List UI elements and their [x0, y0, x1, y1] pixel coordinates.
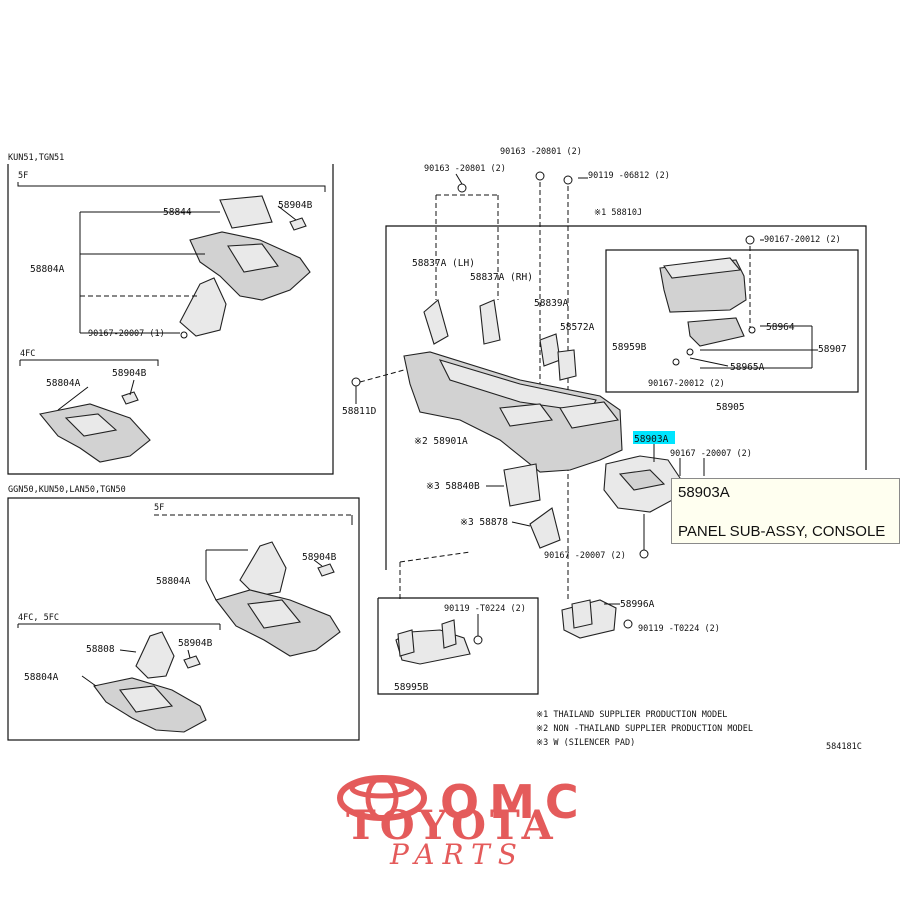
label-58804a-4fc5fc[interactable]: 58804A	[24, 672, 59, 683]
label-58811d[interactable]: 58811D	[342, 406, 377, 417]
note-2: ※2 NON -THAILAND SUPPLIER PRODUCTION MOD…	[536, 724, 753, 734]
label-58844[interactable]: 58844	[163, 207, 192, 218]
label-58837a-rh[interactable]: 58837A (RH)	[470, 272, 533, 283]
label-58965a[interactable]: 58965A	[730, 362, 765, 373]
label-90167-20012-a[interactable]: 90167-20012 (2)	[764, 235, 841, 245]
label-90119-t0224-b[interactable]: 90119 -T0224 (2)	[444, 604, 526, 614]
label-58572a[interactable]: 58572A	[560, 322, 595, 333]
part-58840b-shape[interactable]	[503, 463, 541, 507]
label-90119-t0224-c[interactable]: 90119 -T0224 (2)	[638, 624, 720, 634]
part-58907-shape[interactable]	[687, 317, 745, 347]
label-58995b[interactable]: 58995B	[394, 682, 429, 693]
part-58878-shape[interactable]	[529, 507, 561, 549]
label-58804a-5f[interactable]: 58804A	[156, 576, 191, 587]
label-58904b-4fc5fc[interactable]: 58904B	[178, 638, 213, 649]
label-58840b[interactable]: ※3 58840B	[426, 481, 480, 492]
shift-boot-4fc-shape[interactable]	[135, 631, 175, 679]
label-58837a-lh[interactable]: 58837A (LH)	[412, 258, 475, 269]
variant-label-4fc: 4FC	[20, 349, 35, 359]
clip-58904b-4fc5fc-shape[interactable]	[183, 655, 201, 669]
clip-58904b-5f-shape[interactable]	[317, 563, 335, 577]
section-header: GGN50,KUN50,LAN50,TGN50	[8, 485, 126, 495]
label-58810j[interactable]: ※1 58810J	[594, 208, 642, 218]
note-3: ※3 W (SILENCER PAD)	[536, 738, 635, 748]
part-58572a-shape[interactable]	[557, 349, 577, 381]
label-58964[interactable]: 58964	[766, 322, 795, 333]
bottom-left-section: GGN50,KUN50,LAN50,TGN50 5F 58904B 58804A…	[7, 485, 360, 741]
section-header: KUN51,TGN51	[8, 153, 64, 163]
part-58837a-lh-shape[interactable]	[423, 299, 449, 345]
variant-label-5f: 5F	[18, 171, 28, 181]
omc-toyota-parts-logo: OMC TOYOTA PARTS	[337, 775, 589, 871]
part-58844-shape[interactable]	[219, 195, 273, 229]
label-90167-20007-c[interactable]: 90167 -20007 (2)	[670, 449, 752, 459]
label-58903a[interactable]: 58903A	[634, 434, 669, 445]
part-58839a-shape[interactable]	[539, 333, 561, 367]
label-58907[interactable]: 58907	[818, 344, 847, 355]
label-58904b[interactable]: 58904B	[278, 200, 313, 211]
tooltip-part-description: PANEL SUB-ASSY, CONSOLE	[678, 523, 886, 540]
label-58959b[interactable]: 58959B	[612, 342, 647, 353]
label-90163-b[interactable]: 90163 -20801 (2)	[500, 147, 582, 157]
top-left-section: KUN51,TGN51 5F 58844 58904B 58804A 90167…	[7, 153, 334, 475]
part-58837a-rh-shape[interactable]	[479, 299, 501, 345]
label-90167-20007-d[interactable]: 90167 -20007 (2)	[544, 551, 626, 561]
label-90167-20012-b[interactable]: 90167-20012 (2)	[648, 379, 725, 389]
label-58808[interactable]: 58808	[86, 644, 115, 655]
label-58905[interactable]: 58905	[716, 402, 745, 413]
highlight-58903a	[633, 431, 675, 444]
logo-omc-text: OMC	[440, 775, 589, 829]
label-90163-a[interactable]: 90163 -20801 (2)	[424, 164, 506, 174]
label-58904b-4fc[interactable]: 58904B	[112, 368, 147, 379]
label-58901a[interactable]: ※2 58901A	[414, 436, 468, 447]
logo-toyota-text: TOYOTA	[346, 802, 557, 849]
label-58804a[interactable]: 58804A	[30, 264, 65, 275]
note-1: ※1 THAILAND SUPPLIER PRODUCTION MODEL	[536, 710, 727, 720]
variant-label-4fc-5fc: 4FC, 5FC	[18, 613, 59, 623]
shift-boot-shape[interactable]	[179, 277, 227, 337]
label-58878[interactable]: ※3 58878	[460, 517, 508, 528]
label-58904b-5f[interactable]: 58904B	[302, 552, 337, 563]
label-58839a[interactable]: 58839A	[534, 298, 569, 309]
label-90167-20007[interactable]: 90167-20007 (1)	[88, 329, 165, 339]
part-tooltip: 58903A PANEL SUB-ASSY, CONSOLE	[671, 478, 900, 544]
label-58996a[interactable]: 58996A	[620, 599, 655, 610]
label-90119-a[interactable]: 90119 -06812 (2)	[588, 171, 670, 181]
label-58804a-4fc[interactable]: 58804A	[46, 378, 81, 389]
variant-label-5f: 5F	[154, 503, 164, 513]
tooltip-part-code: 58903A	[678, 484, 730, 501]
clip-58904b-shape[interactable]	[289, 217, 307, 231]
main-console-diagram: 90163 -20801 (2) 90163 -20801 (2) 90119 …	[342, 147, 867, 752]
figure-code: 584181C	[826, 742, 862, 752]
logo-parts-text: PARTS	[389, 838, 525, 871]
